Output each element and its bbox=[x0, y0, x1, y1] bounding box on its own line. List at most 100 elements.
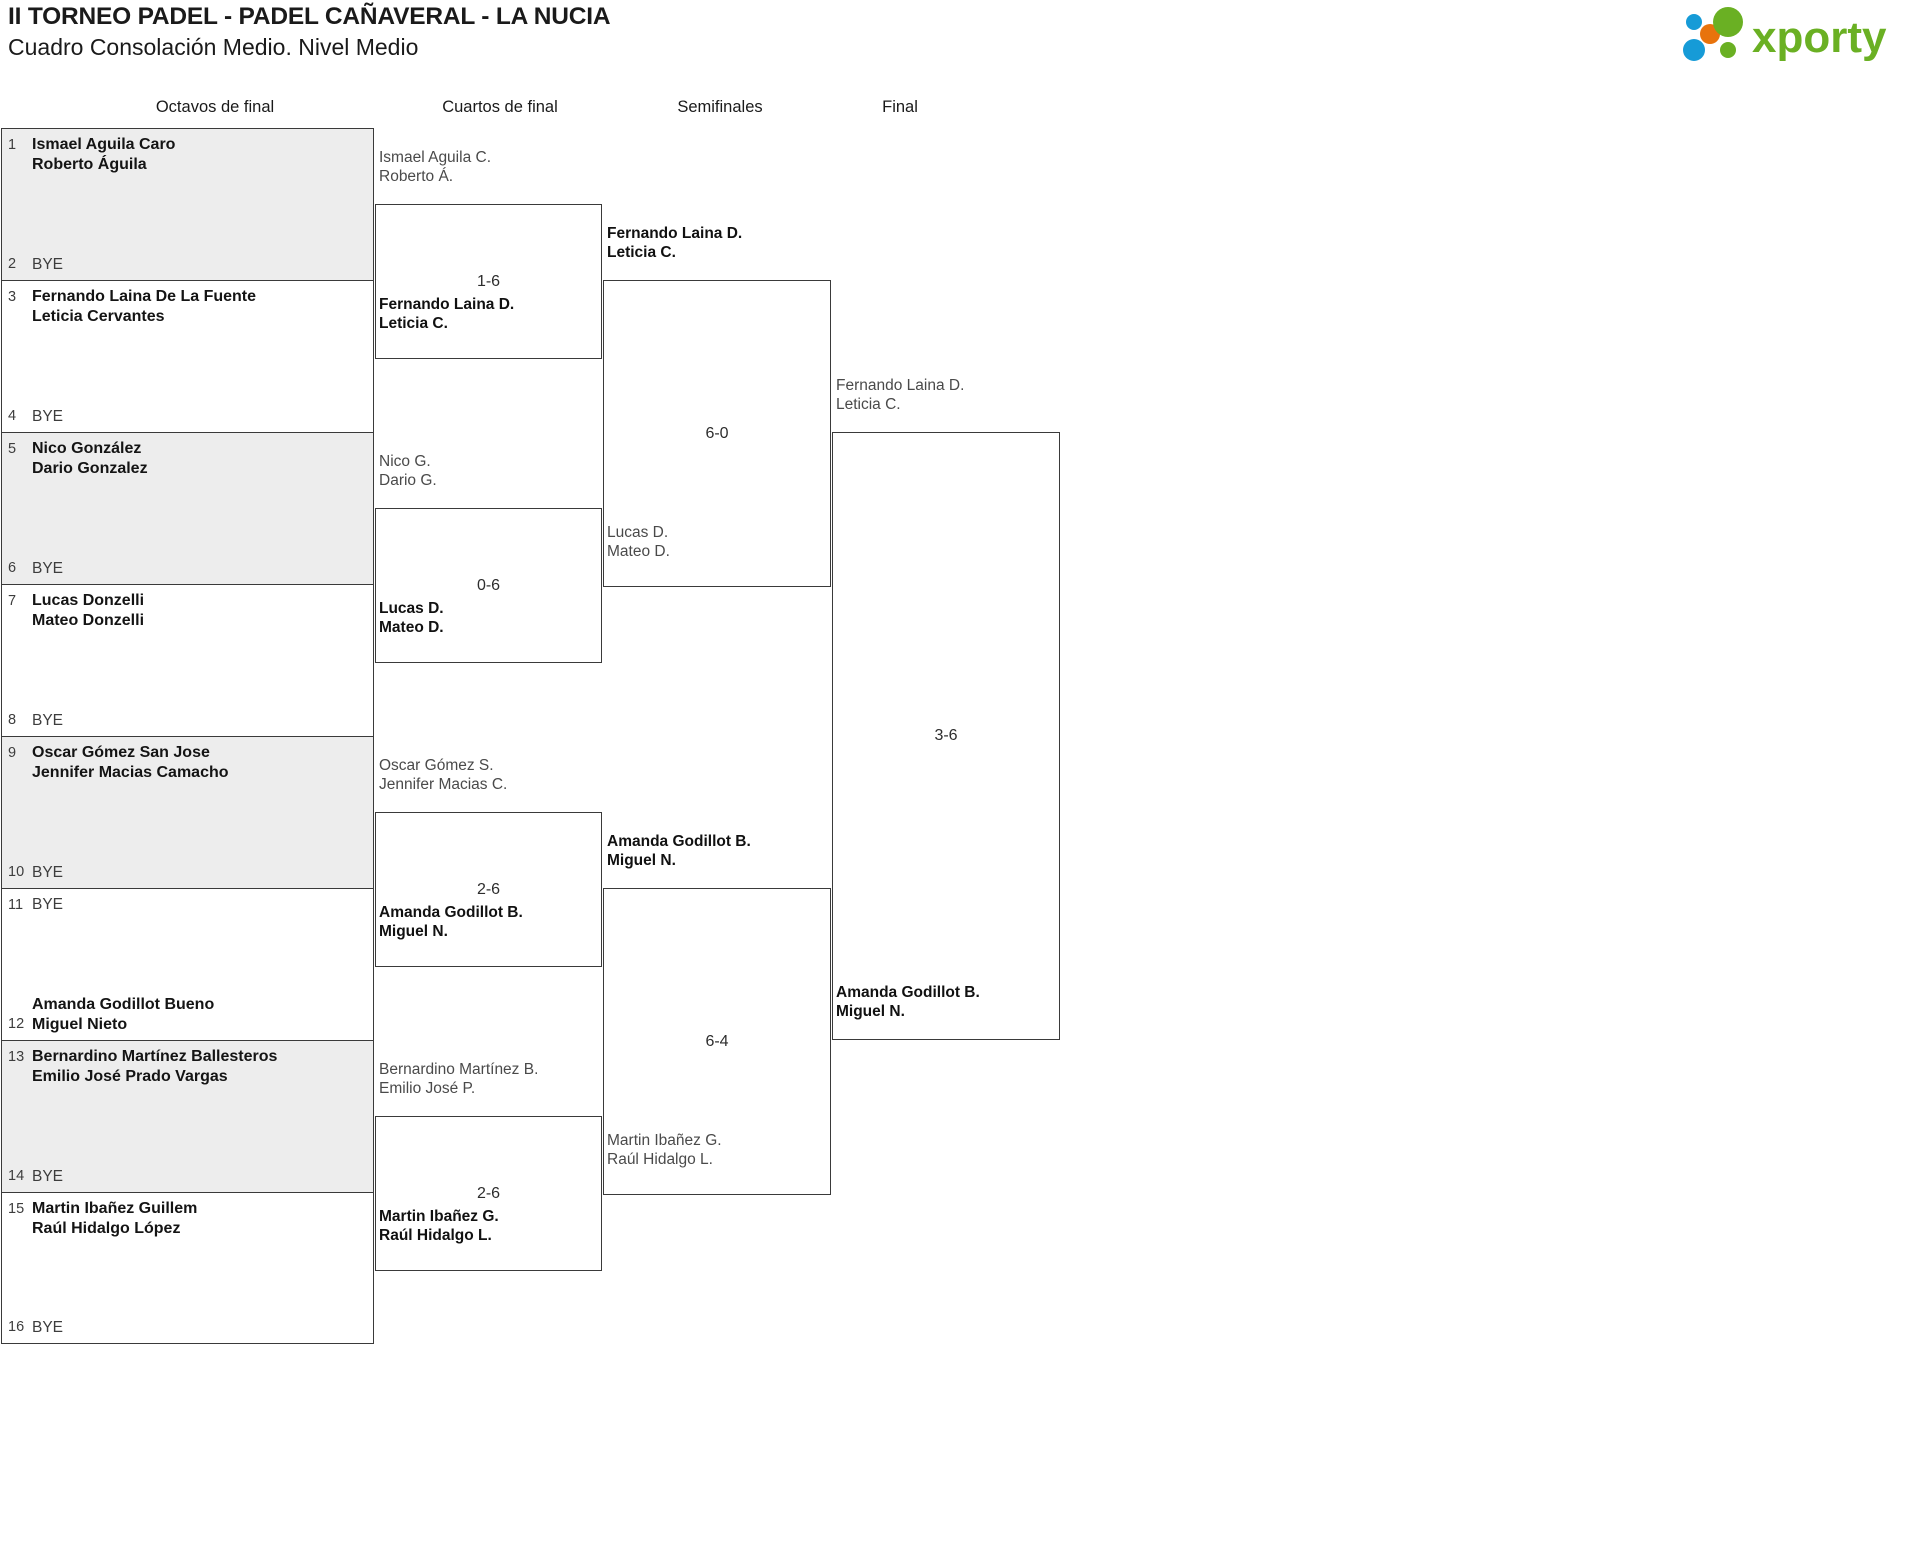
seat-player-2: Leticia Cervantes bbox=[32, 307, 165, 325]
match-score: 2-6 bbox=[476, 880, 501, 898]
team-player-2: Leticia C. bbox=[607, 244, 676, 261]
match-box-cuartos-1[interactable]: 1-6 bbox=[375, 204, 602, 359]
seat-player-1: Fernando Laina De La Fuente bbox=[32, 288, 257, 305]
bracket-subtitle: Cuadro Consolación Medio. Nivel Medio bbox=[8, 34, 419, 60]
seat-number: 13 bbox=[8, 1049, 25, 1065]
match-box-final[interactable]: 3-6 bbox=[832, 432, 1060, 1040]
seat-team-names: BYE bbox=[32, 863, 64, 881]
seat-team-names: Oscar Gómez San Jose Jennifer Macias Cam… bbox=[32, 743, 369, 782]
seat-number: 4 bbox=[8, 408, 17, 424]
logo-wordmark: xporty bbox=[1752, 13, 1887, 62]
seat-player-2: Jennifer Macias Camacho bbox=[32, 763, 229, 781]
seat-player-2: Mateo Donzelli bbox=[32, 611, 145, 629]
final-top-team: Fernando Laina D. Leticia C. bbox=[836, 376, 964, 414]
match-box-cuartos-2[interactable]: 0-6 bbox=[375, 508, 602, 663]
seat-team-names: BYE bbox=[32, 559, 64, 577]
seat-pair-8[interactable]: 15 Martin Ibañez Guillem Raúl Hidalgo Ló… bbox=[1, 1192, 374, 1344]
logo-dot-blue-small bbox=[1686, 14, 1702, 30]
tournament-title: II TORNEO PADEL - PADEL CAÑAVERAL - LA N… bbox=[8, 3, 611, 30]
team-player-1: Fernando Laina D. bbox=[607, 225, 743, 242]
logo-dot-green-small bbox=[1720, 42, 1736, 58]
team-player-2: Roberto Á. bbox=[379, 168, 454, 185]
round-header-semifinales: Semifinales bbox=[677, 98, 763, 116]
seat-number: 9 bbox=[8, 745, 17, 761]
seat-number: 2 bbox=[8, 256, 17, 272]
seat-team-names: Bernardino Martínez Ballesteros Emilio J… bbox=[32, 1047, 369, 1086]
final-bottom-team: Amanda Godillot B. Miguel N. bbox=[836, 983, 980, 1021]
xporty-logo[interactable]: xporty bbox=[1680, 6, 1910, 64]
seat-number: 15 bbox=[8, 1201, 25, 1217]
seat-player-1: Amanda Godillot Bueno bbox=[32, 996, 215, 1013]
team-player-1: Nico G. bbox=[379, 453, 431, 470]
seat-player-1: Nico González bbox=[32, 440, 142, 457]
seat-number: 8 bbox=[8, 712, 17, 728]
seat-team-names: Ismael Aguila Caro Roberto Águila bbox=[32, 135, 369, 174]
seat-number: 10 bbox=[8, 864, 25, 880]
page-header: II TORNEO PADEL - PADEL CAÑAVERAL - LA N… bbox=[0, 0, 1920, 80]
seat-pair-3[interactable]: 5 Nico González Dario Gonzalez 6 BYE bbox=[1, 432, 374, 584]
match-score: 6-4 bbox=[705, 1032, 729, 1050]
seat-team-names: Amanda Godillot Bueno Miguel Nieto bbox=[32, 995, 369, 1034]
seat-team-names: BYE bbox=[32, 1167, 64, 1185]
seat-player-1: Bernardino Martínez Ballesteros bbox=[32, 1048, 278, 1065]
seat-number: 3 bbox=[8, 289, 17, 305]
team-player-1: Ismael Aguila C. bbox=[379, 149, 491, 166]
seat-number: 11 bbox=[8, 897, 24, 913]
match-score: 3-6 bbox=[934, 727, 958, 744]
match-box-cuartos-4[interactable]: 2-6 bbox=[375, 1116, 602, 1271]
title-block: II TORNEO PADEL - PADEL CAÑAVERAL - LA N… bbox=[8, 2, 611, 62]
team-player-1: Oscar Gómez S. bbox=[379, 757, 494, 774]
team-player-2: Emilio José P. bbox=[379, 1080, 476, 1097]
team-player-2: Mateo D. bbox=[607, 543, 670, 560]
seat-pair-7[interactable]: 13 Bernardino Martínez Ballesteros Emili… bbox=[1, 1040, 374, 1192]
cuartos-1-top-team: Ismael Aguila C. Roberto Á. bbox=[379, 148, 491, 186]
seat-team-names: BYE bbox=[32, 255, 64, 273]
seat-team-names: Lucas Donzelli Mateo Donzelli bbox=[32, 591, 369, 630]
seat-number: 12 bbox=[8, 1016, 25, 1032]
seat-player-1: Oscar Gómez San Jose bbox=[32, 744, 210, 761]
team-player-2: Miguel N. bbox=[836, 1003, 905, 1020]
seat-player-2: Miguel Nieto bbox=[32, 1015, 128, 1033]
semifinal-2-bottom-team: Martin Ibañez G. Raúl Hidalgo L. bbox=[607, 1131, 722, 1169]
round-header-octavos: Octavos de final bbox=[155, 98, 275, 116]
seat-player-1: Lucas Donzelli bbox=[32, 592, 145, 609]
seat-pair-4[interactable]: 7 Lucas Donzelli Mateo Donzelli 8 BYE bbox=[1, 584, 374, 736]
team-player-1: Martin Ibañez G. bbox=[607, 1132, 722, 1149]
cuartos-3-top-team: Oscar Gómez S. Jennifer Macias C. bbox=[379, 756, 507, 794]
match-box-cuartos-3[interactable]: 2-6 bbox=[375, 812, 602, 967]
match-box-semifinal-1[interactable]: 6-0 bbox=[603, 280, 831, 587]
team-player-2: Raúl Hidalgo L. bbox=[379, 1227, 492, 1244]
team-player-2: Leticia C. bbox=[836, 396, 901, 413]
team-player-1: Lucas D. bbox=[379, 600, 444, 617]
cuartos-2-top-team: Nico G. Dario G. bbox=[379, 452, 437, 490]
semifinal-2-top-team: Amanda Godillot B. Miguel N. bbox=[607, 832, 751, 870]
round-header-cuartos: Cuartos de final bbox=[442, 98, 558, 116]
seat-team-names: Fernando Laina De La Fuente Leticia Cerv… bbox=[32, 287, 369, 326]
seat-player-2: Roberto Águila bbox=[32, 155, 147, 173]
seat-player-2: Raúl Hidalgo López bbox=[32, 1219, 181, 1237]
match-score: 0-6 bbox=[476, 576, 501, 594]
seat-pair-1[interactable]: 1 Ismael Aguila Caro Roberto Águila 2 BY… bbox=[1, 128, 374, 280]
seat-team-names: BYE bbox=[32, 896, 64, 913]
seat-pair-5[interactable]: 9 Oscar Gómez San Jose Jennifer Macias C… bbox=[1, 736, 374, 888]
cuartos-1-bottom-team: Fernando Laina D. Leticia C. bbox=[379, 295, 514, 333]
seat-team-names: BYE bbox=[32, 1318, 64, 1336]
seat-pair-6[interactable]: 11 BYE 12 Amanda Godillot Bueno Miguel N… bbox=[1, 888, 374, 1040]
team-player-1: Fernando Laina D. bbox=[836, 377, 965, 394]
cuartos-4-top-team: Bernardino Martínez B. Emilio José P. bbox=[379, 1060, 538, 1098]
semifinal-1-top-team: Fernando Laina D. Leticia C. bbox=[607, 224, 742, 262]
match-box-semifinal-2[interactable]: 6-4 bbox=[603, 888, 831, 1195]
logo-dot-blue-large bbox=[1683, 39, 1705, 61]
seat-pair-2[interactable]: 3 Fernando Laina De La Fuente Leticia Ce… bbox=[1, 280, 374, 432]
semifinal-1-bottom-team: Lucas D. Mateo D. bbox=[607, 523, 670, 561]
seat-player-1: Martin Ibañez Guillem bbox=[32, 1200, 198, 1217]
round-header-final: Final bbox=[882, 98, 918, 116]
team-player-1: Lucas D. bbox=[607, 524, 669, 541]
seat-number: 1 bbox=[8, 137, 17, 153]
seat-player-2: Emilio José Prado Vargas bbox=[32, 1067, 228, 1085]
seat-team-names: BYE bbox=[32, 407, 64, 425]
seat-number: 7 bbox=[8, 593, 17, 609]
team-player-2: Miguel N. bbox=[607, 852, 676, 869]
team-player-1: Fernando Laina D. bbox=[379, 296, 515, 313]
